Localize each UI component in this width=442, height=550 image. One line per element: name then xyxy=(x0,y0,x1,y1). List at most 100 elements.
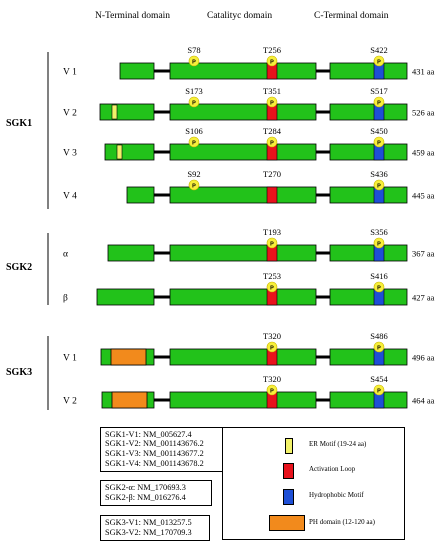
catalytic-domain-sgk3-1 xyxy=(169,348,317,366)
n-terminal-domain-sgk2-2 xyxy=(96,288,155,306)
n-site-label-sgk1-1: S78 xyxy=(187,45,200,55)
c-phospho-letter-sgk3-2: P xyxy=(377,389,381,395)
activation-loop-sgk1-4 xyxy=(266,186,278,204)
catalytic-domain-sgk3-2 xyxy=(169,391,317,409)
group-label-sgk3: SGK3 xyxy=(6,367,32,378)
t-phospho-letter-sgk3-2: P xyxy=(270,389,274,395)
group-label-sgk1: SGK1 xyxy=(6,118,32,129)
catalytic-domain-sgk1-4 xyxy=(169,186,317,204)
variant-label-sgk1-4: V 4 xyxy=(63,192,77,202)
accession-sgk3-v2: SGK3-V2: NM_170709.3 xyxy=(105,528,192,537)
variant-label-sgk3-2: V 2 xyxy=(63,397,77,407)
n-phospho-icon-sgk1-1 xyxy=(188,55,200,67)
length-label-sgk3-2: 464 aa xyxy=(412,396,435,406)
t-site-label-sgk3-2: T320 xyxy=(263,374,281,384)
variant-label-sgk1-2: V 2 xyxy=(63,109,77,119)
er-motif-sgk1-2 xyxy=(111,104,118,120)
c-phospho-icon-sgk1-3 xyxy=(373,136,385,148)
t-phospho-icon-sgk3-1 xyxy=(266,341,278,353)
c-terminal-domain-sgk1-3 xyxy=(329,143,408,161)
length-label-sgk1-2: 526 aa xyxy=(412,108,435,118)
header-c-terminal: C-Terminal domain xyxy=(314,11,389,21)
n-phospho-letter-sgk1-1: P xyxy=(192,60,196,66)
length-label-sgk1-1: 431 aa xyxy=(412,67,435,77)
accession-sgk2-beta: SGK2-β: NM_016276.4 xyxy=(105,493,186,502)
length-label-sgk2-2: 427 aa xyxy=(412,293,435,303)
group-label-sgk2: SGK2 xyxy=(6,262,32,273)
n-phospho-icon-sgk1-3 xyxy=(188,136,200,148)
c-site-label-sgk1-4: S436 xyxy=(370,169,387,179)
length-label-sgk3-1: 496 aa xyxy=(412,353,435,363)
t-site-label-sgk2-1: T193 xyxy=(263,227,281,237)
t-phospho-icon-sgk1-2 xyxy=(266,96,278,108)
header-n-terminal: N-Terminal domain xyxy=(95,11,171,21)
n-terminal-domain-sgk1-4 xyxy=(126,186,155,204)
length-label-sgk1-3: 459 aa xyxy=(412,148,435,158)
t-phospho-letter-sgk2-2: P xyxy=(270,286,274,292)
c-phospho-icon-sgk1-4 xyxy=(373,179,385,191)
t-phospho-icon-sgk2-2 xyxy=(266,281,278,293)
catalytic-domain-sgk2-1 xyxy=(169,244,317,262)
c-phospho-icon-sgk3-1 xyxy=(373,341,385,353)
legend-swatch-hydrophobic-motif xyxy=(283,489,294,505)
c-terminal-domain-sgk3-1 xyxy=(329,348,408,366)
header-catalytic: Catalityc domain xyxy=(207,11,273,21)
n-terminal-domain-sgk1-3 xyxy=(104,143,155,161)
n-phospho-letter-sgk1-2: P xyxy=(192,101,196,107)
ph-domain-sgk3-1 xyxy=(110,348,147,366)
c-terminal-domain-sgk1-2 xyxy=(329,103,408,121)
t-site-label-sgk2-2: T253 xyxy=(263,271,281,281)
legend-label-hydrophobic-motif: Hydrophobic Motif xyxy=(309,491,364,499)
legend-swatch-activation-loop xyxy=(283,463,294,479)
legend-label-er-motif: ER Motif (19-24 aa) xyxy=(309,440,367,448)
c-phospho-icon-sgk1-1 xyxy=(373,55,385,67)
legend-label-ph-domain: PH domain (12-120 aa) xyxy=(309,518,375,526)
n-phospho-letter-sgk1-4: P xyxy=(192,184,196,190)
c-terminal-domain-sgk1-1 xyxy=(329,62,408,80)
accession-sgk1-v2: SGK1-V2: NM_001143676.2 xyxy=(105,439,204,448)
accession-sgk1-v3: SGK1-V3: NM_001143677.2 xyxy=(105,449,204,458)
length-label-sgk1-4: 445 aa xyxy=(412,191,435,201)
variant-label-sgk3-1: V 1 xyxy=(63,354,77,364)
n-site-label-sgk1-4: S92 xyxy=(187,169,200,179)
er-motif-sgk1-3 xyxy=(116,144,123,160)
t-phospho-icon-sgk3-2 xyxy=(266,384,278,396)
t-phospho-icon-sgk2-1 xyxy=(266,237,278,249)
accession-sgk2-alpha: SGK2-α: NM_170693.3 xyxy=(105,483,186,492)
n-site-label-sgk1-2: S173 xyxy=(185,86,202,96)
n-phospho-icon-sgk1-2 xyxy=(188,96,200,108)
legend-swatch-er-motif xyxy=(285,438,293,454)
c-phospho-letter-sgk3-1: P xyxy=(377,346,381,352)
t-phospho-letter-sgk1-1: P xyxy=(270,60,274,66)
accession-sgk3-v1: SGK3-V1: NM_013257.5 xyxy=(105,518,192,527)
t-site-label-sgk1-3: T284 xyxy=(263,126,282,136)
c-site-label-sgk1-3: S450 xyxy=(370,126,387,136)
t-phospho-letter-sgk1-3: P xyxy=(270,141,274,147)
c-phospho-icon-sgk2-2 xyxy=(373,281,385,293)
t-phospho-letter-sgk2-1: P xyxy=(270,242,274,248)
c-phospho-letter-sgk2-2: P xyxy=(377,286,381,292)
t-phospho-letter-sgk3-1: P xyxy=(270,346,274,352)
c-phospho-icon-sgk1-2 xyxy=(373,96,385,108)
c-site-label-sgk2-1: S356 xyxy=(370,227,387,237)
n-phospho-letter-sgk1-3: P xyxy=(192,141,196,147)
catalytic-domain-sgk1-2 xyxy=(169,103,317,121)
accession-box-sgk1: SGK1-V1: NM_005627.4 SGK1-V2: NM_0011436… xyxy=(100,427,235,472)
t-phospho-icon-sgk1-1 xyxy=(266,55,278,67)
t-site-label-sgk3-1: T320 xyxy=(263,331,281,341)
c-phospho-letter-sgk1-1: P xyxy=(377,60,381,66)
c-site-label-sgk3-1: S486 xyxy=(370,331,387,341)
c-phospho-letter-sgk1-4: P xyxy=(377,184,381,190)
c-terminal-domain-sgk3-2 xyxy=(329,391,408,409)
c-terminal-domain-sgk2-1 xyxy=(329,244,408,262)
c-terminal-domain-sgk1-4 xyxy=(329,186,408,204)
c-phospho-letter-sgk1-3: P xyxy=(377,141,381,147)
c-phospho-letter-sgk2-1: P xyxy=(377,242,381,248)
accession-sgk1-v4: SGK1-V4: NM_001143678.2 xyxy=(105,459,204,468)
c-site-label-sgk1-1: S422 xyxy=(370,45,387,55)
c-site-label-sgk3-2: S454 xyxy=(370,374,388,384)
variant-label-sgk1-3: V 3 xyxy=(63,149,77,159)
legend-swatch-ph-domain xyxy=(269,515,305,531)
n-terminal-domain-sgk1-1 xyxy=(119,62,155,80)
